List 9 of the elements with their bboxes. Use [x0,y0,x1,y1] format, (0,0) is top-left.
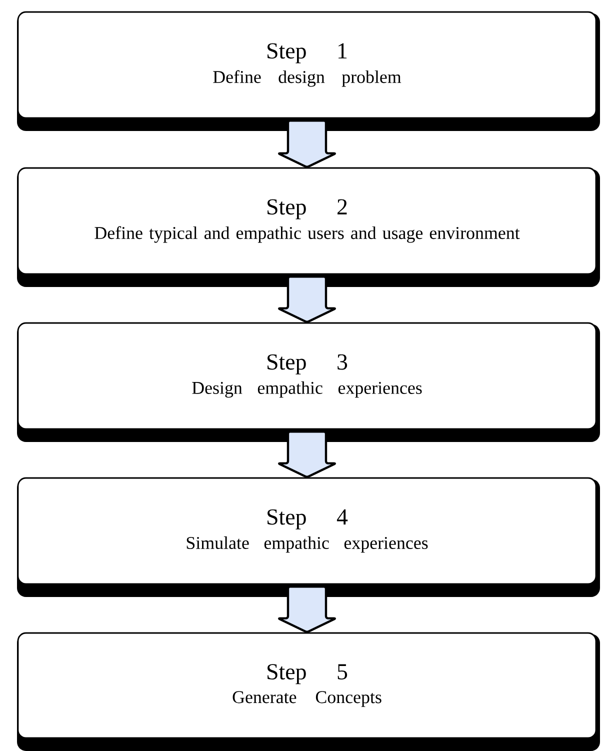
block-arrow [278,120,336,168]
step-box: Step 1 Define design problem [17,11,600,131]
step-box: Step 4 Simulate empathic experiences [17,477,600,597]
step-box: Step 5 Generate Concepts [17,632,600,751]
block-arrow [278,430,336,478]
block-arrow [278,586,336,633]
block-arrow [278,276,336,323]
step-box: Step 2 Define typical and empathic users and usage environment [17,167,600,287]
step-box: Step 3 Design empathic experiences [17,322,600,442]
